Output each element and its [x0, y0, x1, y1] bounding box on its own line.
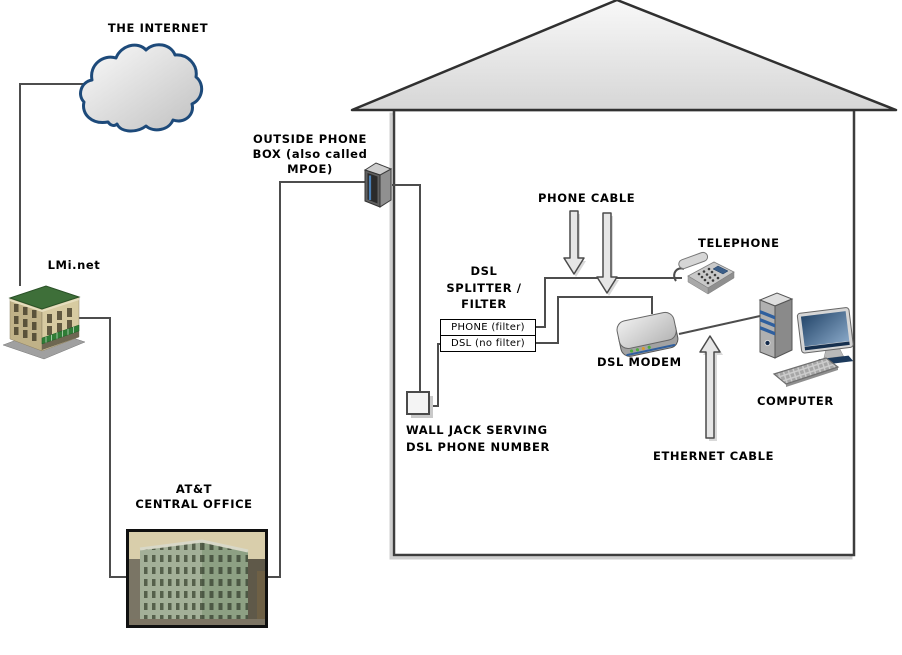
- telephone-label: TELEPHONE: [698, 236, 780, 250]
- phone-cable-label: PHONE CABLE: [538, 191, 636, 205]
- phone-cable-arrow-2: [596, 212, 619, 296]
- internet-cloud-icon: [79, 43, 204, 133]
- outside-phone-box-icon: [363, 162, 393, 208]
- lmi-label: LMi.net: [47, 258, 101, 272]
- splitter-label: DSL SPLITTER / FILTER: [446, 264, 522, 311]
- central-office-label: AT&T CENTRAL OFFICE: [135, 482, 253, 511]
- wire-outside-box-to-wall-jack: [392, 184, 421, 396]
- handset: [678, 251, 709, 270]
- splitter-port-dsl-no-filter: DSL (no filter): [440, 335, 536, 352]
- ethernet-cable-arrow: [699, 335, 723, 441]
- wire-wall-jack-to-splitter: [430, 343, 441, 407]
- lmi-building-icon: [2, 285, 86, 360]
- wire-lmi-co-to-outside-box: [78, 181, 368, 578]
- outside-phone-box-label: OUTSIDE PHONE BOX (also called MPOE): [252, 132, 368, 176]
- wire-splitter-to-modem: [536, 296, 653, 344]
- wall-jack-label: WALL JACK SERVING DSL PHONE NUMBER: [406, 423, 550, 454]
- telephone-icon: [673, 251, 735, 295]
- computer-label: COMPUTER: [757, 394, 834, 408]
- computer-monitor: [796, 307, 854, 366]
- wall-jack-icon: [406, 391, 433, 418]
- internet-label: THE INTERNET: [107, 21, 209, 35]
- phone-cable-arrow-1: [563, 210, 586, 277]
- splitter-port-phone-filter: PHONE (filter): [440, 319, 536, 336]
- wire-internet-to-lmi: [19, 83, 84, 286]
- computer-icon: [758, 292, 854, 387]
- computer-keyboard: [772, 357, 840, 387]
- wire-modem-to-computer: [678, 315, 761, 335]
- dsl-modem-icon: [616, 311, 679, 357]
- dsl-modem-label: DSL MODEM: [597, 355, 682, 369]
- ethernet-cable-label: ETHERNET CABLE: [653, 449, 775, 463]
- central-office-photo: [126, 529, 268, 628]
- computer-tower: [758, 292, 794, 359]
- house-roof: [350, 0, 898, 112]
